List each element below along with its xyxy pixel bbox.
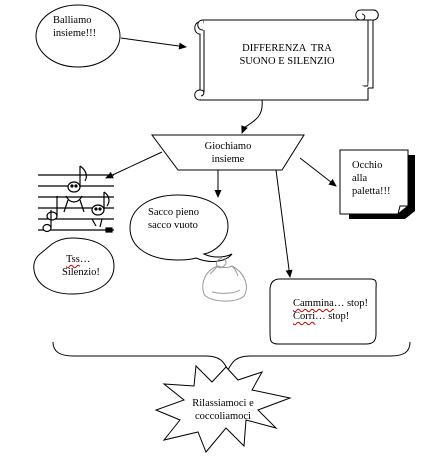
arrow-games-to-paddle: [299, 157, 337, 187]
arrow-games-to-walk: [275, 169, 293, 278]
cammina-scroll-box: [269, 278, 377, 345]
arrow-games-to-music: [105, 151, 163, 179]
balliamo-ellipse: [35, 4, 121, 68]
cammina-word: Cammina: [293, 298, 334, 309]
corri-line: Corri… stop!: [293, 310, 349, 323]
balliamo-label: Balliamo insieme!!!: [53, 15, 97, 39]
arrow-title-to-games: [241, 99, 263, 134]
title-scroll-shape: [194, 9, 379, 101]
cammina-line: Cammina… stop!: [293, 297, 368, 310]
sack-icon: [202, 257, 247, 302]
occhio-folded-box: [339, 149, 415, 219]
sacco-label: Sacco pieno sacco vuoto: [148, 207, 200, 231]
rilassiamoci-label: Rilassiamoci e coccoliamoci: [192, 398, 254, 422]
music-staff-notes-icon: [38, 165, 114, 233]
tss-line: Tss…: [66, 253, 90, 266]
tss-word: Tss: [66, 254, 80, 265]
giochiamo-trapezoid: [151, 134, 305, 171]
curly-brace: [52, 341, 411, 372]
rilassiamoci-explosion: [154, 364, 292, 453]
giochiamo-label: Giochiamo insieme: [204, 141, 252, 165]
differenza-title: DIFFERENZA TRA SUONO E SILENZIO: [239, 43, 335, 67]
sacco-cloud-callout: [129, 194, 233, 262]
silenzio-speech-bubble: [33, 237, 115, 295]
occhio-label: Occhio alla paletta!!!: [352, 160, 391, 197]
arrow-balliamo-to-title: [120, 37, 187, 50]
corri-stop: … stop!: [315, 311, 350, 322]
silenzio-label: Silenzio!: [62, 267, 100, 278]
tss-ellipsis: …: [79, 254, 91, 265]
cammina-stop: … stop!: [333, 298, 368, 309]
corri-word: Corri: [293, 311, 316, 322]
